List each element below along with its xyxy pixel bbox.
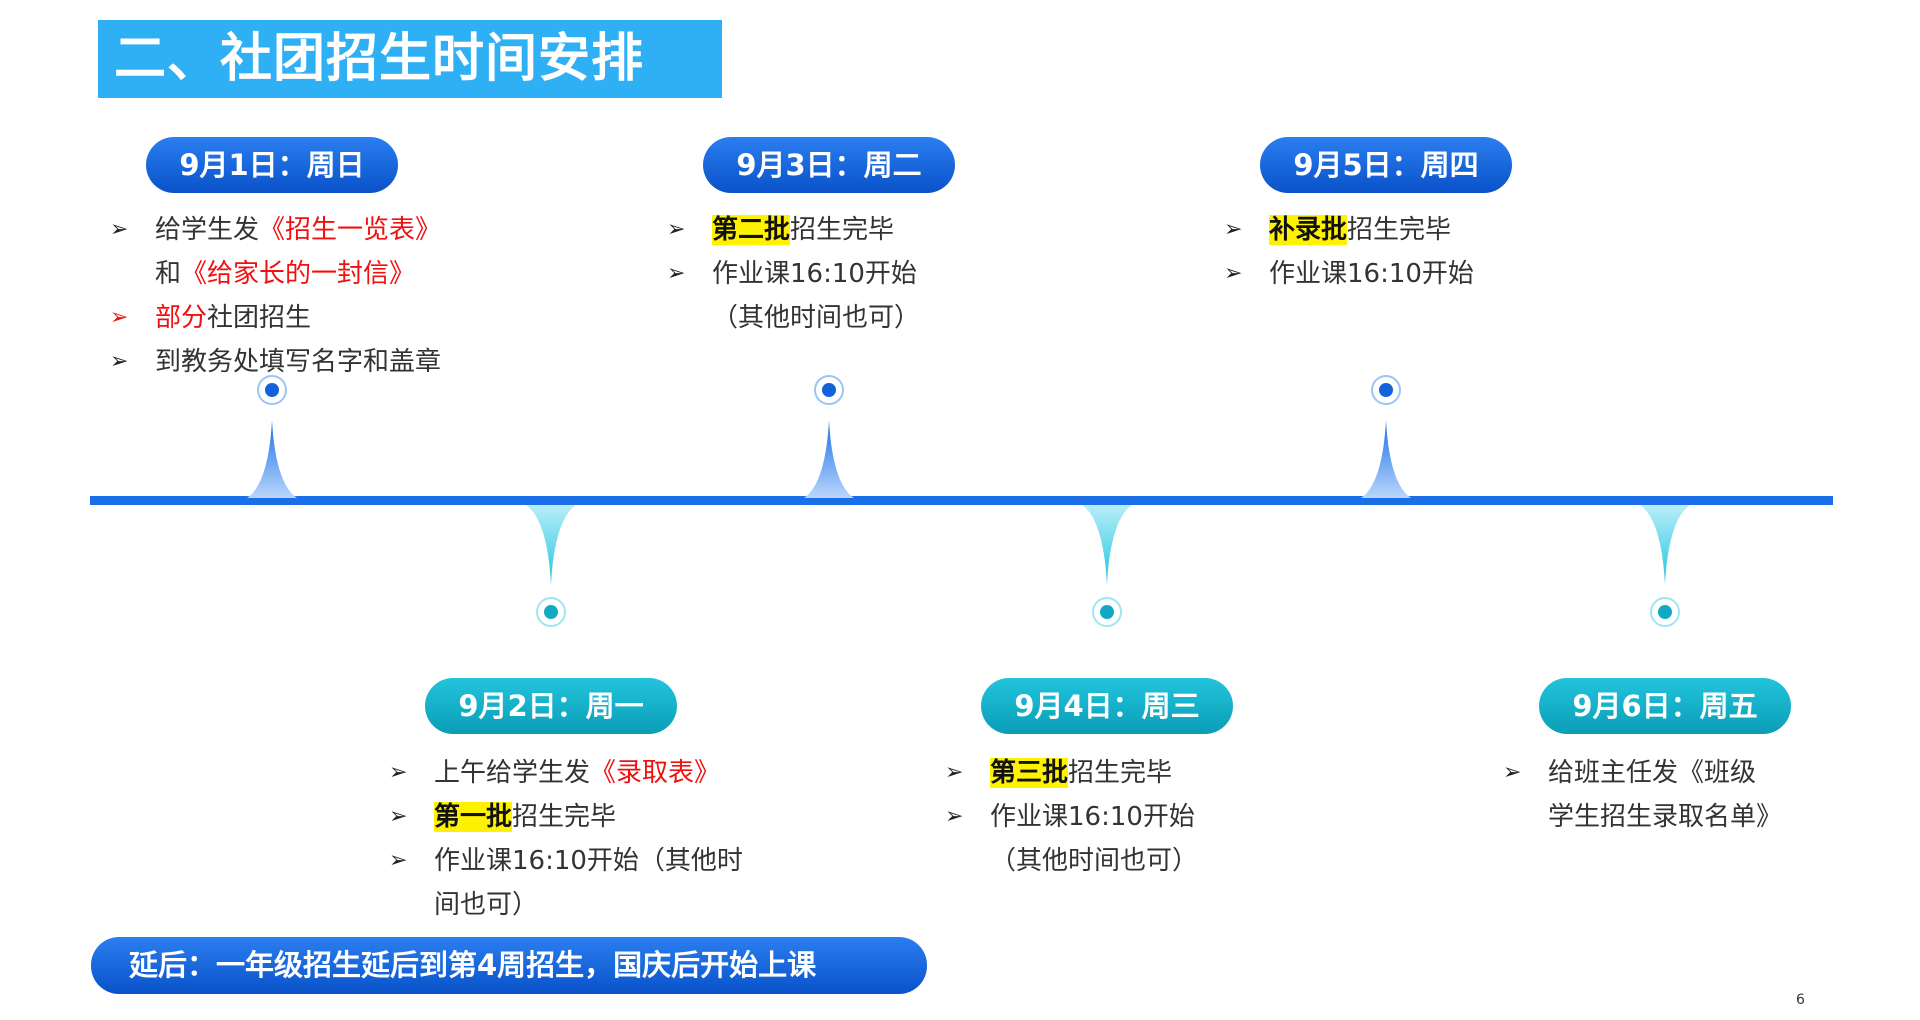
list-item: ➢ 部分社团招生 bbox=[110, 296, 470, 340]
arrow-bullet-icon: ➢ bbox=[945, 760, 964, 785]
arrow-bullet-icon: ➢ bbox=[1224, 261, 1243, 286]
item-text: 学生招生录取名单》 bbox=[1548, 802, 1783, 832]
item-text: 作业课16:10开始 bbox=[1269, 259, 1474, 289]
item-text: 到教务处填写名字和盖章 bbox=[155, 347, 442, 377]
arrow-bullet-icon: ➢ bbox=[389, 848, 408, 873]
item-text: 上午给学生发 bbox=[434, 758, 591, 788]
list-item: ➢ 作业课16:10开始 bbox=[945, 795, 1305, 839]
timeline-spike-icon bbox=[247, 420, 297, 498]
arrow-bullet-icon: ➢ bbox=[667, 217, 686, 242]
item-text: （其他时间也可） bbox=[712, 303, 921, 333]
timeline-axis bbox=[90, 496, 1833, 505]
arrow-bullet-icon: ➢ bbox=[1224, 217, 1243, 242]
list-item: ➢ 补录批招生完毕 bbox=[1224, 208, 1584, 252]
item-text: 第三批 bbox=[990, 758, 1069, 788]
item-text: 招生完毕 bbox=[790, 215, 895, 245]
timeline-spike-icon bbox=[1082, 505, 1132, 585]
event-bullet-list: ➢ 给班主任发《班级学生招生录取名单》 bbox=[1503, 751, 1863, 839]
timeline-dot-icon bbox=[1092, 597, 1122, 627]
date-badge: 9月1日：周日 bbox=[146, 137, 398, 193]
item-text: 招生完毕 bbox=[1347, 215, 1452, 245]
list-item: ➢ 第一批招生完毕 bbox=[389, 795, 809, 839]
item-text: 作业课16:10开始 bbox=[990, 802, 1195, 832]
item-text: 作业课16:10开始 bbox=[712, 259, 917, 289]
date-badge: 9月4日：周三 bbox=[981, 678, 1233, 734]
item-text: 和 bbox=[155, 259, 182, 289]
arrow-bullet-icon: ➢ bbox=[110, 349, 129, 374]
event-bullet-list: ➢ 补录批招生完毕 ➢ 作业课16:10开始 bbox=[1224, 208, 1584, 296]
item-text: 给班主任发《班级 bbox=[1548, 758, 1757, 788]
arrow-bullet-icon: ➢ bbox=[389, 760, 408, 785]
item-text: 部分 bbox=[155, 303, 208, 333]
item-text: 间也可） bbox=[434, 890, 539, 920]
timeline-spike-icon bbox=[804, 420, 854, 498]
list-item: （其他时间也可） bbox=[667, 296, 1027, 340]
event-bullet-list: ➢ 给学生发《招生一览表》和《给家长的一封信》 ➢ 部分社团招生 ➢ 到教务处填写名字和盖… bbox=[110, 208, 470, 384]
timeline-spike-icon bbox=[1640, 505, 1690, 585]
arrow-bullet-icon: ➢ bbox=[389, 804, 408, 829]
date-badge: 9月6日：周五 bbox=[1539, 678, 1791, 734]
item-text: 《给家长的一封信》 bbox=[181, 259, 416, 289]
list-item: ➢ 作业课16:10开始（其他时 bbox=[389, 839, 809, 883]
item-text: 给学生发 bbox=[155, 215, 260, 245]
item-text: 第一批 bbox=[434, 802, 513, 832]
list-item: （其他时间也可） bbox=[945, 839, 1305, 883]
list-item: ➢ 作业课16:10开始 bbox=[667, 252, 1027, 296]
item-text: 招生完毕 bbox=[512, 802, 617, 832]
postpone-banner: 延后：一年级招生延后到第4周招生，国庆后开始上课 bbox=[91, 937, 927, 994]
timeline-spike-icon bbox=[526, 505, 576, 585]
arrow-bullet-icon: ➢ bbox=[1503, 760, 1522, 785]
list-item: 和《给家长的一封信》 bbox=[110, 252, 470, 296]
item-text: 招生完毕 bbox=[1068, 758, 1173, 788]
timeline-dot-icon bbox=[1650, 597, 1680, 627]
list-item: ➢ 上午给学生发《录取表》 bbox=[389, 751, 809, 795]
event-bullet-list: ➢ 上午给学生发《录取表》 ➢ 第一批招生完毕 ➢ 作业课16:10开始（其他时间也可） bbox=[389, 751, 809, 927]
item-text: 第二批 bbox=[712, 215, 791, 245]
arrow-bullet-icon: ➢ bbox=[945, 804, 964, 829]
list-item: ➢ 第二批招生完毕 bbox=[667, 208, 1027, 252]
page-number: 6 bbox=[1796, 992, 1805, 1008]
event-bullet-list: ➢ 第二批招生完毕 ➢ 作业课16:10开始 （其他时间也可） bbox=[667, 208, 1027, 340]
list-item: ➢ 作业课16:10开始 bbox=[1224, 252, 1584, 296]
item-text: 社团招生 bbox=[207, 303, 312, 333]
arrow-bullet-icon: ➢ bbox=[110, 305, 129, 330]
slide-title: 二、社团招生时间安排 bbox=[98, 20, 722, 98]
arrow-bullet-icon: ➢ bbox=[667, 261, 686, 286]
list-item: 学生招生录取名单》 bbox=[1503, 795, 1863, 839]
date-badge: 9月3日：周二 bbox=[703, 137, 955, 193]
item-text: 补录批 bbox=[1269, 215, 1348, 245]
list-item: ➢ 到教务处填写名字和盖章 bbox=[110, 340, 470, 384]
timeline-spike-icon bbox=[1361, 420, 1411, 498]
timeline-dot-icon bbox=[814, 375, 844, 405]
list-item: ➢ 给学生发《招生一览表》 bbox=[110, 208, 470, 252]
timeline-dot-icon bbox=[536, 597, 566, 627]
list-item: ➢ 给班主任发《班级 bbox=[1503, 751, 1863, 795]
date-badge: 9月5日：周四 bbox=[1260, 137, 1512, 193]
item-text: 《录取表》 bbox=[590, 758, 721, 788]
event-bullet-list: ➢ 第三批招生完毕 ➢ 作业课16:10开始 （其他时间也可） bbox=[945, 751, 1305, 883]
arrow-bullet-icon: ➢ bbox=[110, 217, 129, 242]
date-badge: 9月2日：周一 bbox=[425, 678, 677, 734]
item-text: （其他时间也可） bbox=[990, 846, 1199, 876]
list-item: ➢ 第三批招生完毕 bbox=[945, 751, 1305, 795]
list-item: 间也可） bbox=[389, 883, 809, 927]
item-text: 《招生一览表》 bbox=[259, 215, 442, 245]
timeline-dot-icon bbox=[257, 375, 287, 405]
item-text: 作业课16:10开始（其他时 bbox=[434, 846, 743, 876]
timeline-dot-icon bbox=[1371, 375, 1401, 405]
